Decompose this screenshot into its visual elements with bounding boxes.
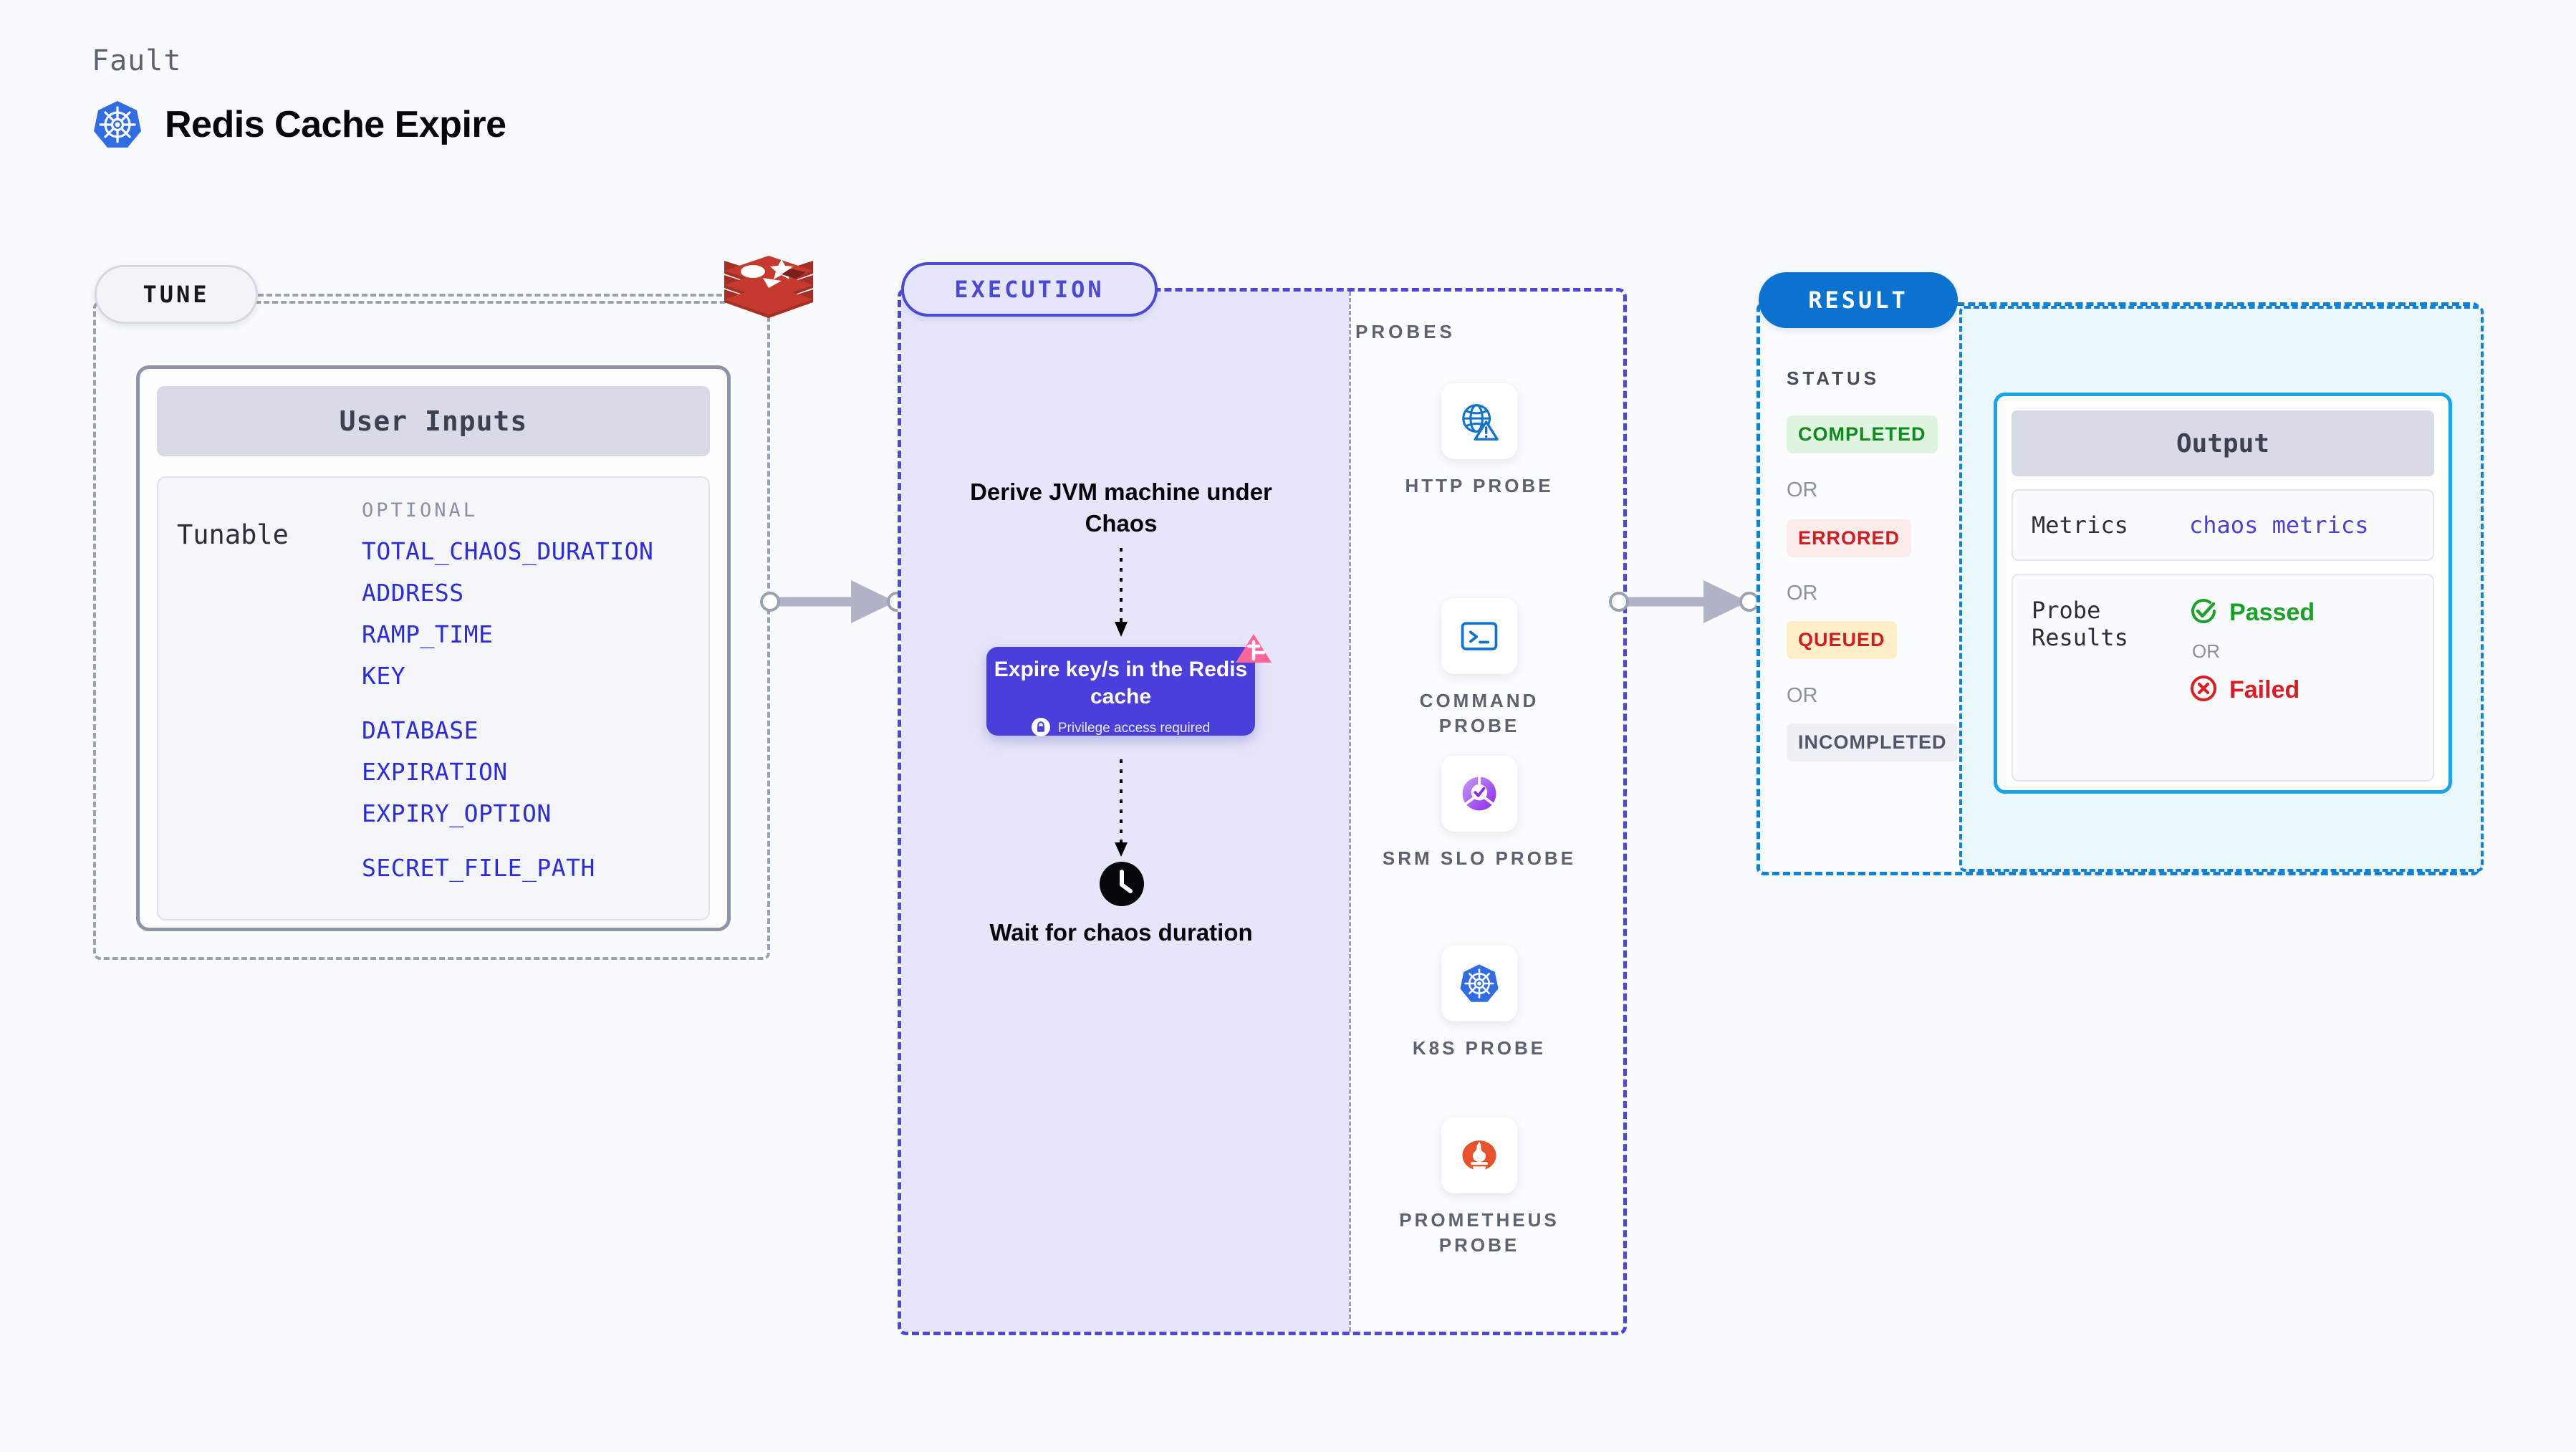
probe-label: HTTP PROBE (1405, 475, 1554, 496)
kubernetes-icon (1441, 946, 1517, 1021)
probe-results-values: Passed OR Failed (2189, 597, 2315, 759)
probe-item-k8s[interactable]: K8S PROBE (1379, 946, 1580, 1061)
wait-step-label: Wait for chaos duration (989, 919, 1253, 946)
tunable-param[interactable]: KEY (362, 662, 406, 690)
probes-section-label: PROBES (1355, 321, 1456, 342)
result-stage-pill[interactable]: RESULT (1759, 272, 1958, 328)
status-label: STATUS (1787, 367, 1880, 389)
chaos-to-wait-arrow (1115, 759, 1128, 857)
page-header: Fault Redis Cache Expir (92, 44, 506, 150)
tunable-param[interactable]: EXPIRY_OPTION (362, 799, 552, 827)
metrics-row: Metrics chaos metrics (2012, 489, 2434, 561)
tunable-param[interactable]: EXPIRATION (362, 758, 508, 786)
status-badge-incompleted: INCOMPLETED (1787, 723, 1959, 761)
tunable-param[interactable]: RAMP_TIME (362, 620, 494, 648)
tunable-parameter-list: OPTIONAL TOTAL_CHAOS_DURATION ADDRESS RA… (362, 499, 690, 898)
tunable-param[interactable]: SECRET_FILE_PATH (362, 854, 595, 882)
kubernetes-icon (92, 99, 143, 150)
status-badge-errored: ERRORED (1787, 519, 1912, 557)
probe-item-srm-slo[interactable]: SRM SLO PROBE (1379, 756, 1580, 871)
tunable-param[interactable]: DATABASE (362, 716, 479, 744)
probe-result-or: OR (2192, 640, 2220, 662)
chaos-action-title: Expire key/s in the Redis cache (994, 658, 1248, 709)
redis-logo-icon (719, 252, 819, 342)
probe-results-key: Probe Results (2032, 597, 2128, 651)
status-or: OR (1787, 479, 1818, 501)
failed-label: Failed (2229, 676, 2300, 703)
probe-result-passed: Passed (2189, 597, 2315, 629)
derive-to-chaos-arrow (1115, 548, 1128, 637)
title-row: Redis Cache Expire (92, 99, 506, 150)
probe-item-http[interactable]: HTTP PROBE (1379, 383, 1580, 499)
page-title: Redis Cache Expire (165, 104, 506, 145)
execution-stage-pill[interactable]: EXECUTION (901, 262, 1158, 317)
status-badge-queued: QUEUED (1787, 621, 1897, 659)
output-card: Output Metrics chaos metrics Probe Resul… (1994, 393, 2452, 794)
execution-fill (901, 292, 1349, 1332)
prometheus-flame-icon (1441, 1117, 1517, 1193)
optional-label: OPTIONAL (362, 499, 479, 521)
metrics-value[interactable]: chaos metrics (2189, 511, 2369, 539)
probe-result-failed: Failed (2189, 674, 2315, 706)
metrics-key: Metrics (2032, 511, 2128, 539)
tunable-param[interactable]: TOTAL_CHAOS_DURATION (362, 537, 654, 565)
chaos-fault-icon (1231, 628, 1276, 673)
probe-results-row: Probe Results Passed OR (2012, 574, 2434, 782)
check-circle-icon (2189, 597, 2218, 629)
probe-label: K8S PROBE (1412, 1037, 1547, 1059)
clock-icon (1100, 862, 1144, 906)
x-circle-icon (2189, 674, 2218, 706)
privilege-note: Privilege access required (986, 717, 1255, 740)
tunable-param[interactable]: ADDRESS (362, 579, 464, 607)
output-title: Output (2012, 410, 2434, 476)
passed-label: Passed (2229, 599, 2315, 626)
user-inputs-title: User Inputs (157, 386, 710, 456)
derive-step-label: Derive JVM machine under Chaos (970, 479, 1272, 537)
probe-label: PROMETHEUS PROBE (1399, 1209, 1559, 1256)
status-or: OR (1787, 684, 1818, 707)
probe-item-prometheus[interactable]: PROMETHEUS PROBE (1379, 1117, 1580, 1258)
slo-gauge-check-icon (1441, 756, 1517, 832)
execution-to-result-arrow (1609, 580, 1759, 623)
probes-divider (1349, 292, 1351, 1332)
tunable-box: Tunable OPTIONAL TOTAL_CHAOS_DURATION AD… (157, 476, 710, 920)
chaos-action-card[interactable]: Expire key/s in the Redis cache Privileg… (986, 634, 1272, 736)
status-badge-completed: COMPLETED (1787, 415, 1938, 453)
privilege-text: Privilege access required (1057, 721, 1211, 736)
probe-label: SRM SLO PROBE (1382, 847, 1577, 869)
tune-to-execution-arrow (760, 580, 907, 623)
probe-item-command[interactable]: COMMAND PROBE (1379, 598, 1580, 739)
terminal-icon (1441, 598, 1517, 674)
tune-stage-pill[interactable]: TUNE (95, 265, 258, 324)
user-inputs-card: User Inputs Tunable OPTIONAL TOTAL_CHAOS… (136, 365, 731, 931)
status-or: OR (1787, 582, 1818, 605)
tunable-label: Tunable (177, 519, 289, 550)
page-kicker: Fault (92, 44, 182, 77)
tune-redis-connector (258, 294, 722, 297)
lock-icon (1031, 717, 1050, 740)
probe-label: COMMAND PROBE (1419, 690, 1539, 737)
globe-warning-icon (1441, 383, 1517, 459)
